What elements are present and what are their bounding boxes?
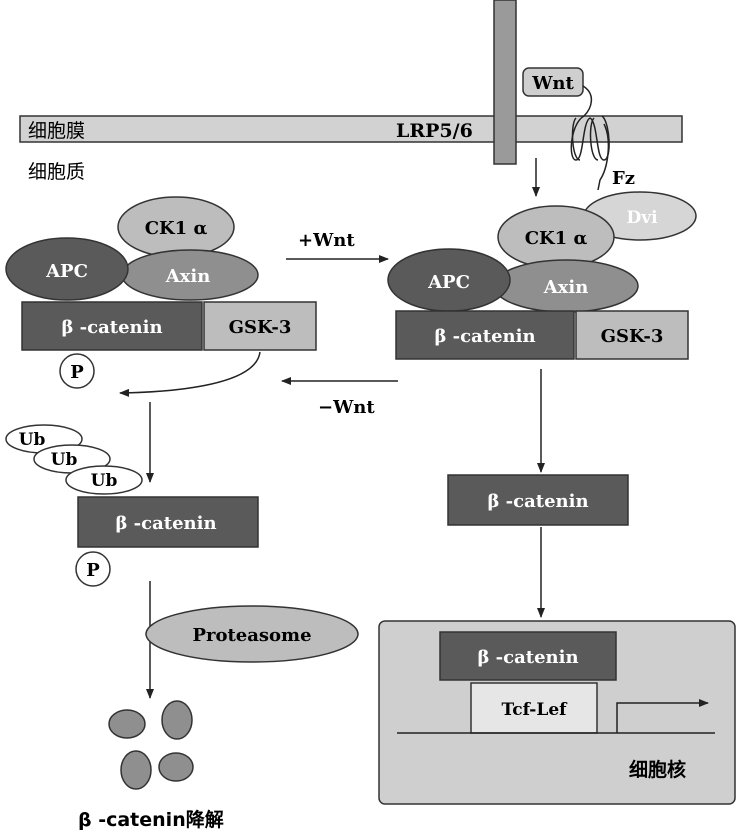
tcf-lef [470,682,598,734]
nucleus-label: 细胞核 [629,758,686,781]
membrane-label: 细胞膜 [28,120,85,142]
phospho-left [59,353,95,389]
phospho-left-label: P [70,362,84,383]
destruction-complex-left: CK1 α APC Axin β -catenin GSK-3 P [5,196,317,389]
phospho-degradation-label: P [86,560,100,581]
fragment-4 [158,752,194,782]
gsk3-left-label: GSK-3 [229,317,292,338]
lrp-receptor [493,0,517,165]
beta-catenin-nuclear-label: β -catenin [477,647,578,668]
beta-catenin-left [21,301,203,351]
apc-right-label: APC [427,272,470,293]
beta-catenin-right [395,310,575,360]
beta-catenin-nuclear [439,631,617,681]
proteasome-label: Proteasome [192,625,311,646]
ck1-left-label: CK1 α [145,218,208,239]
frizzled-receptor [570,85,610,191]
ub-1-label: Ub [19,430,46,450]
ck1-right-label: CK1 α [525,228,588,249]
fz-label: Fz [612,168,635,189]
cell-membrane: 细胞膜 LRP5/6 [19,115,683,143]
ubiquitin-chain: Ub Ub Ub [5,424,143,495]
gsk3-right [575,310,689,360]
arrow-phosphorylation [119,351,261,397]
wnt-label: Wnt [531,73,574,94]
axin-left-label: Axin [165,266,211,287]
degraded-fragments [108,700,194,790]
proteasome [145,605,359,663]
fragment-2 [161,700,193,740]
axin-right-label: Axin [543,277,589,298]
gsk3-left [203,301,317,351]
gsk3-right-label: GSK-3 [601,326,664,347]
apc-left-label: APC [45,261,88,282]
plus-wnt-label: +Wnt [298,230,355,251]
nucleus: β -catenin Tcf-Lef 细胞核 [378,620,736,805]
ub-2-label: Ub [51,450,78,470]
tcf-lef-label: Tcf-Lef [502,700,569,720]
destruction-complex-right: Dvi CK1 α APC Axin β -catenin GSK-3 [387,191,697,360]
ub-3 [65,465,143,495]
fragment-1 [108,709,146,739]
beta-catenin-right-label: β -catenin [434,326,535,347]
ub-3-label: Ub [91,471,118,491]
lrp-label: LRP5/6 [396,120,473,142]
phospho-degradation [75,551,111,587]
beta-catenin-left-label: β -catenin [61,317,162,338]
beta-catenin-ubiquitinated-label: β -catenin [115,513,216,534]
wnt-ligand: Wnt [522,67,584,97]
cytoplasm-label: 细胞质 [28,161,85,183]
beta-catenin-free-label: β -catenin [487,491,588,512]
fragment-3 [120,750,152,790]
degradation-result-label: β -catenin降解 [78,808,224,831]
beta-catenin-free [447,474,629,526]
transcription-arrow [616,699,709,733]
beta-catenin-ubiquitinated [77,496,259,548]
apc-left [5,237,129,301]
dvl-right-label: Dvi [626,208,658,228]
minus-wnt-label: −Wnt [318,397,375,418]
